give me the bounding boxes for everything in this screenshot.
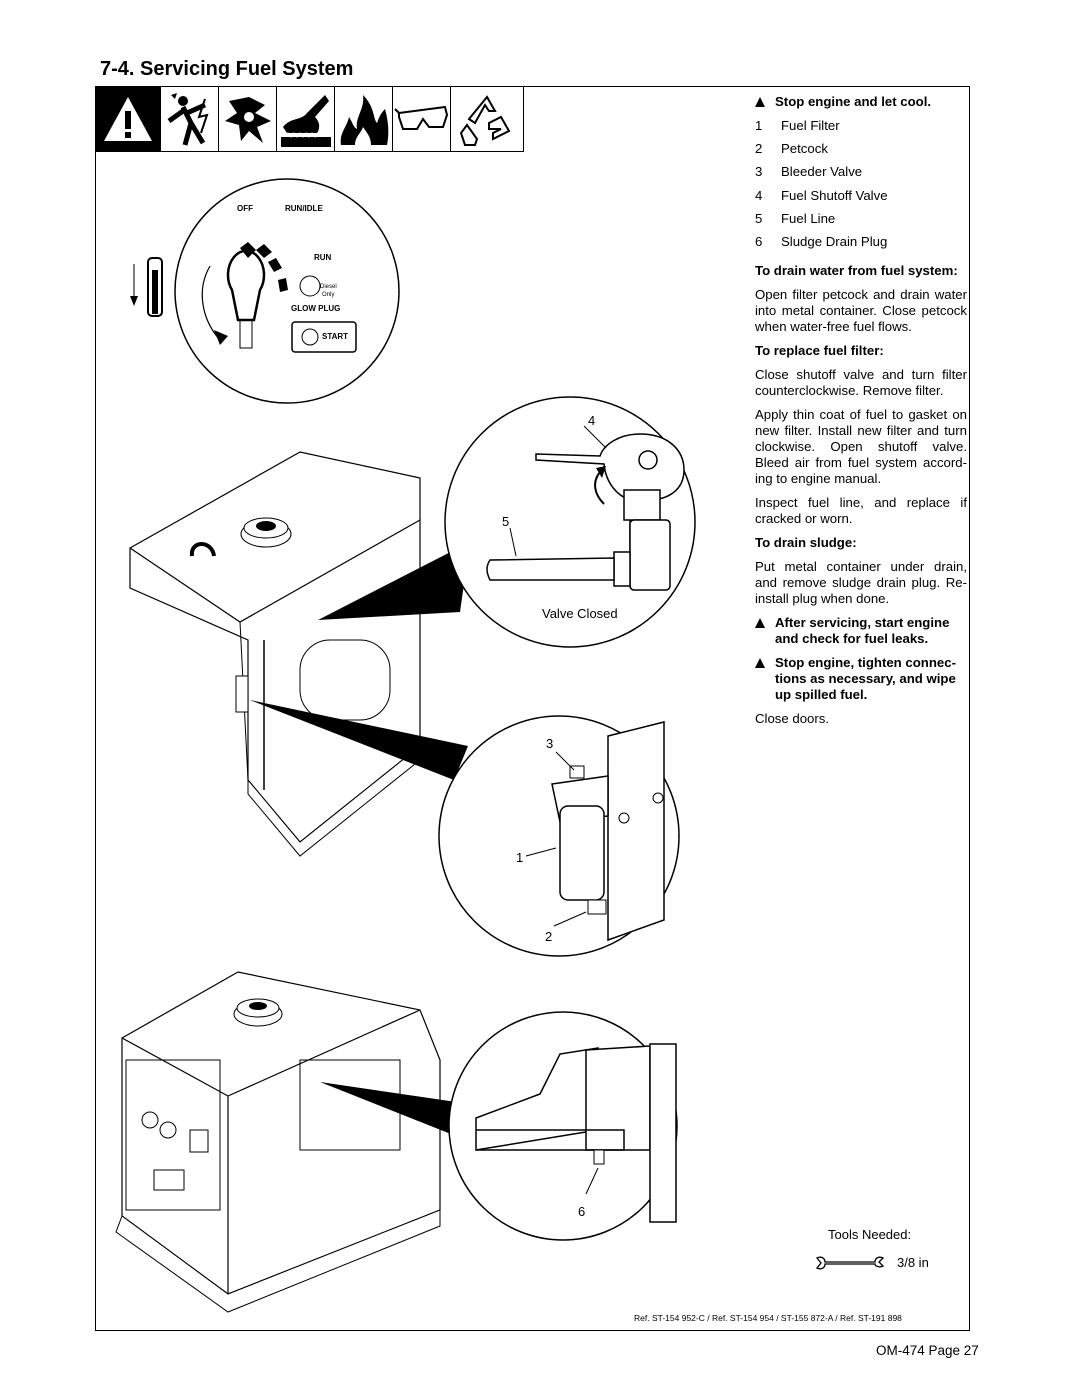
replace-filter-text-2: Apply thin coat of fuel to gasket on new… xyxy=(755,407,967,487)
callout-1: 1 xyxy=(516,850,523,865)
callout-2: 2 xyxy=(545,929,552,944)
electric-shock-icon xyxy=(160,87,218,151)
drain-sludge-heading: To drain sludge: xyxy=(755,535,857,551)
drain-water-text: Open filter petcock and drain water into… xyxy=(755,287,967,335)
replace-filter-text-1: Close shutoff valve and turn filter coun… xyxy=(755,367,967,399)
control-switch-detail-circle xyxy=(174,178,400,404)
hazard-icon-strip xyxy=(96,87,524,152)
callout-4: 4 xyxy=(588,413,595,428)
tools-needed-label: Tools Needed: xyxy=(828,1227,912,1242)
page-title: 7-4. Servicing Fuel System xyxy=(100,58,354,80)
recycle-icon xyxy=(450,87,523,151)
section-frame xyxy=(95,86,970,1331)
safety-glasses-icon xyxy=(392,87,450,151)
switch-start-label: START xyxy=(322,332,348,341)
fire-icon xyxy=(334,87,392,151)
diesel-only-label: Only xyxy=(322,292,334,298)
callout-5: 5 xyxy=(502,514,509,529)
valve-closed-label: Valve Closed xyxy=(542,606,618,621)
warning-tighten-connections: Stop engine, tighten connec- tions as ne… xyxy=(755,655,967,703)
close-doors-text: Close doors. xyxy=(755,711,830,727)
replace-filter-heading: To replace fuel filter: xyxy=(755,343,884,359)
warning-triangle-icon xyxy=(755,618,765,629)
hot-parts-icon xyxy=(276,87,334,151)
switch-run-idle-label: RUN/IDLE xyxy=(285,204,323,213)
switch-off-label: OFF xyxy=(237,204,253,213)
tool-size-label: 3/8 in xyxy=(897,1255,929,1270)
switch-run-label: RUN xyxy=(314,253,332,262)
replace-filter-text-3: Inspect fuel line, and replace if cracke… xyxy=(755,495,967,527)
page-number: OM-474 Page 27 xyxy=(876,1343,979,1358)
glow-plug-label: GLOW PLUG xyxy=(291,304,340,313)
drain-sludge-text: Put metal container under drain, and rem… xyxy=(755,559,967,607)
reference-numbers: Ref. ST-154 952-C / Ref. ST-154 954 / ST… xyxy=(634,1313,902,1323)
drain-water-heading: To drain water from fuel system: xyxy=(755,263,958,279)
wrench-icon xyxy=(815,1256,885,1270)
warning-triangle-icon xyxy=(755,97,765,107)
warning-triangle-icon xyxy=(96,87,160,151)
diesel-label: Diesel xyxy=(320,284,337,290)
warning-stop-engine: Stop engine and let cool. xyxy=(755,94,967,110)
callout-3: 3 xyxy=(546,736,553,751)
warning-check-leaks: After servicing, start engine and check … xyxy=(755,615,967,647)
fuel-system-illustration: OFF RUN/IDLE RUN Diesel Only GLOW PLUG S… xyxy=(115,178,696,1313)
warning-triangle-icon xyxy=(755,658,765,669)
moving-parts-icon xyxy=(218,87,276,151)
callout-6: 6 xyxy=(578,1204,585,1219)
